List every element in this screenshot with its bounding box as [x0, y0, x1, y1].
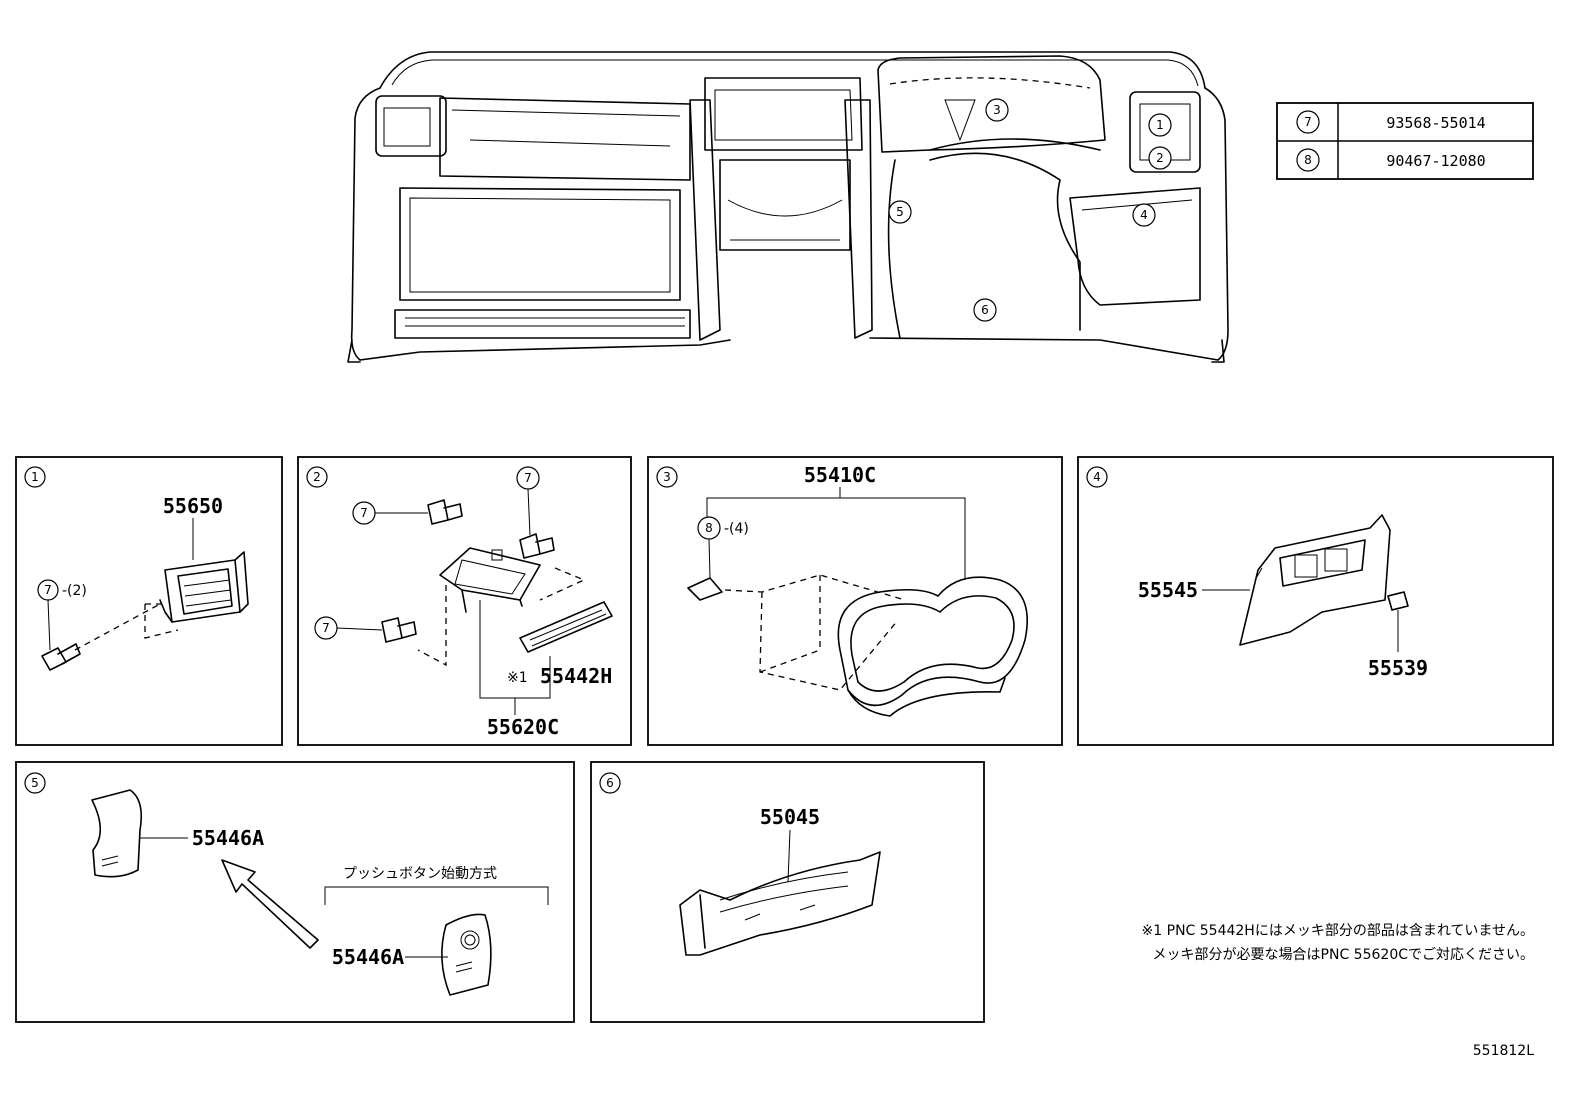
clip-part: [687, 577, 723, 601]
callout-5[interactable]: 5: [888, 200, 912, 224]
part-number[interactable]: 55620C: [487, 715, 559, 739]
glove-box-outline: [399, 187, 681, 301]
overview-callouts: 1 2 3 4 5 6: [888, 98, 1172, 322]
small-clip-part: [1387, 591, 1409, 611]
svg-text:5: 5: [31, 776, 39, 790]
center-display-opening: [704, 77, 863, 151]
part-number[interactable]: 55650: [163, 494, 223, 518]
callout-2[interactable]: 2: [1148, 146, 1172, 170]
switch-panel-part: [1239, 514, 1391, 646]
left-vent-housing: [375, 95, 447, 157]
bolt-7: [41, 643, 81, 671]
panel-5: 5 55446A プッシュボタン始動方式 55446A: [15, 761, 575, 1023]
panel-2: 2 7 7 7 ※1 55442H 55620C: [297, 456, 632, 746]
svg-text:5: 5: [896, 205, 904, 219]
svg-text:2: 2: [313, 470, 321, 484]
table-row[interactable]: 7 93568-55014: [1296, 110, 1486, 134]
svg-text:7: 7: [360, 506, 368, 520]
svg-text:7: 7: [1304, 115, 1312, 129]
panel-6: 6 55045: [590, 761, 985, 1023]
svg-text:8: 8: [1304, 153, 1312, 167]
panel-4: 4 55545 55539: [1077, 456, 1554, 746]
svg-text:4: 4: [1093, 470, 1101, 484]
svg-text:2: 2: [1156, 151, 1164, 165]
svg-text:-(2): -(2): [62, 583, 87, 599]
part-number[interactable]: 55442H: [540, 664, 612, 688]
callout-3[interactable]: 3: [985, 98, 1009, 122]
meter-hood-part: [837, 576, 1029, 717]
chrome-cover-part: [519, 601, 613, 653]
panel-1: 1 55650 7 -(2): [15, 456, 283, 746]
svg-text:4: 4: [1140, 208, 1148, 222]
svg-text:7: 7: [44, 583, 52, 597]
footnote: ※1 PNC 55442Hにはメッキ部分の部品は含まれていません。 メッキ部分が…: [1142, 923, 1534, 963]
svg-text:7: 7: [524, 471, 532, 485]
side-vent-part: [159, 551, 249, 623]
diagram-code: 551812L: [1473, 1043, 1534, 1059]
lower-switch-panel-outline: [1069, 187, 1201, 306]
note-mark: ※1: [507, 670, 528, 686]
knee-panel-part-lower: [441, 913, 492, 996]
knee-panel-part-upper: [91, 789, 143, 878]
svg-text:1: 1: [1156, 118, 1164, 132]
table-row[interactable]: 8 90467-12080: [1296, 148, 1486, 172]
part-number[interactable]: 55545: [1138, 578, 1198, 602]
part-number[interactable]: 55446A: [332, 945, 404, 969]
svg-text:6: 6: [606, 776, 614, 790]
callout-4[interactable]: 4: [1132, 203, 1156, 227]
right-vent-housing: [1129, 91, 1201, 173]
panel-3: 3 55410C 8 -(4): [647, 456, 1063, 746]
part-number[interactable]: 55539: [1368, 656, 1428, 680]
switch-bracket-part: [439, 547, 541, 613]
svg-text:-(4): -(4): [724, 521, 749, 537]
svg-text:90467-12080: 90467-12080: [1386, 152, 1485, 170]
svg-text:3: 3: [663, 470, 671, 484]
svg-text:93568-55014: 93568-55014: [1386, 114, 1485, 132]
meter-hood-outline: [877, 55, 1106, 153]
lower-dash-panel-part: [679, 851, 881, 956]
svg-text:6: 6: [981, 303, 989, 317]
note-line-1: ※1 PNC 55442Hにはメッキ部分の部品は含まれていません。: [1142, 923, 1534, 939]
dashboard-overview: [347, 51, 1229, 363]
caption: プッシュボタン始動方式: [343, 866, 497, 882]
upgrade-arrow-icon: [221, 859, 319, 949]
callout-1[interactable]: 1: [1148, 113, 1172, 137]
svg-text:3: 3: [993, 103, 1001, 117]
callout-6[interactable]: 6: [973, 298, 997, 322]
part-number[interactable]: 55045: [760, 805, 820, 829]
svg-text:7: 7: [322, 621, 330, 635]
part-number[interactable]: 55410C: [804, 463, 876, 487]
part-number[interactable]: 55446A: [192, 826, 264, 850]
svg-text:8: 8: [705, 521, 713, 535]
parts-table: 7 93568-55014 8 90467-12080: [1276, 102, 1534, 180]
note-line-2: メッキ部分が必要な場合はPNC 55620Cでご対応ください。: [1153, 947, 1534, 963]
svg-text:1: 1: [31, 470, 39, 484]
